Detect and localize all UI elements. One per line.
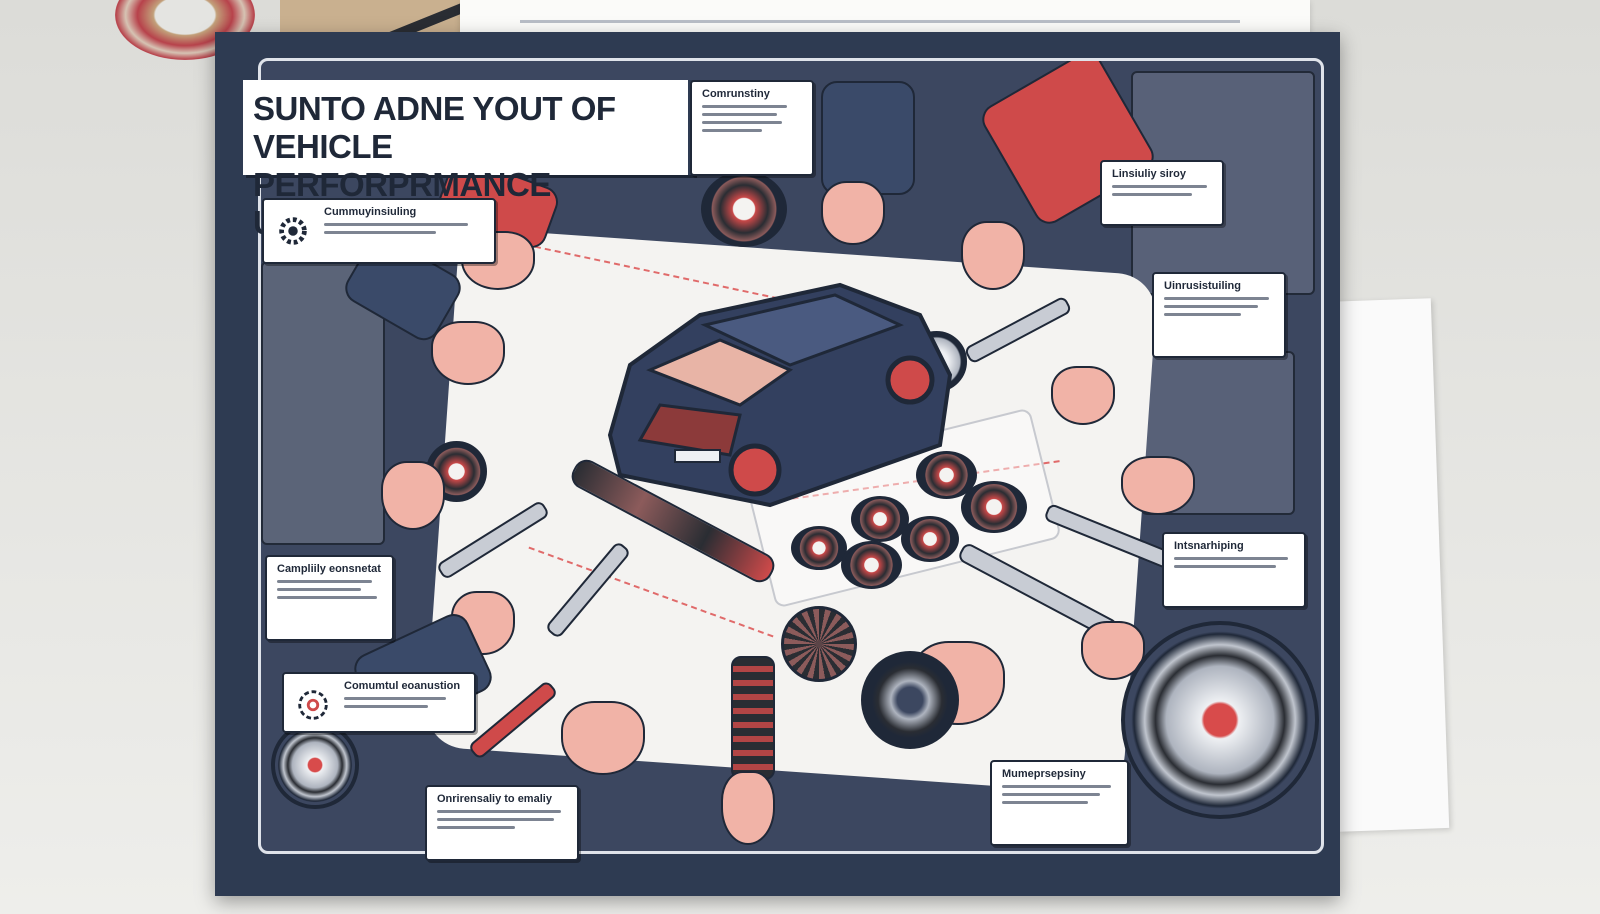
performance-car [607,282,953,508]
brake-disc [851,496,909,542]
large-brake-wheel [1121,621,1319,819]
clutch-gear [781,606,857,682]
callout-heading: Uinrusistuiling [1164,280,1241,292]
mechanic-sleeve [821,81,915,195]
callout-left-lower: Comumtul eoanustion [282,672,476,733]
hub-wheel [861,651,959,749]
callout-right-upper: Uinrusistuiling [1152,272,1286,358]
side-paper-sheet [1320,298,1450,832]
callout-left-top: Cummuyinsiuling [262,198,496,264]
callout-right-mid: Intsnarhiping [1162,532,1306,608]
callout-heading: Linsiuliy siroy [1112,168,1186,180]
gear-icon [279,217,307,245]
brake-disc [961,481,1027,533]
mechanic-hand [1081,621,1145,680]
mechanic-hand [1051,366,1115,425]
callout-bottom-right: Mumeprsepsiny [990,760,1129,846]
mechanic-hand [1121,456,1195,515]
brake-disc [791,526,847,570]
mechanic-hand [561,701,645,775]
callout-bottom-left: Onrirensaliy to emaliy [425,785,579,861]
callout-top-center: Comrunstiny [690,80,814,176]
callout-heading: Mumeprsepsiny [1002,768,1086,780]
callout-right-top: Linsiuliy siroy [1100,160,1224,226]
callout-heading: Comrunstiny [702,88,770,100]
callout-heading: Onrirensaliy to emaliy [437,793,552,805]
small-wheel [271,721,359,809]
mechanic-hand [821,181,885,245]
shock-absorber-part [731,656,775,780]
brake-disc [841,541,902,589]
callout-heading: Comumtul eoanustion [344,680,461,692]
poster-title-box: SUNTO ADNE YOUT OF VEHICLE PERFORPRMANCE… [243,80,694,241]
mechanic-hand [961,221,1025,290]
title-line-1: SUNTO ADNE YOUT OF VEHICLE [253,90,616,165]
callout-heading: Campliily eonsnetat [277,563,381,575]
brake-disc [901,516,959,562]
mechanic-hand [721,771,775,845]
callout-heading: Intsnarhiping [1174,540,1244,552]
mechanic-hand [381,461,445,530]
callout-left-mid: Campliily eonsnetat [265,555,394,641]
callout-heading: Cummuyinsiuling [324,206,417,218]
target-icon [298,690,328,720]
mechanic-hand [431,321,505,385]
turbo-part [701,171,787,247]
